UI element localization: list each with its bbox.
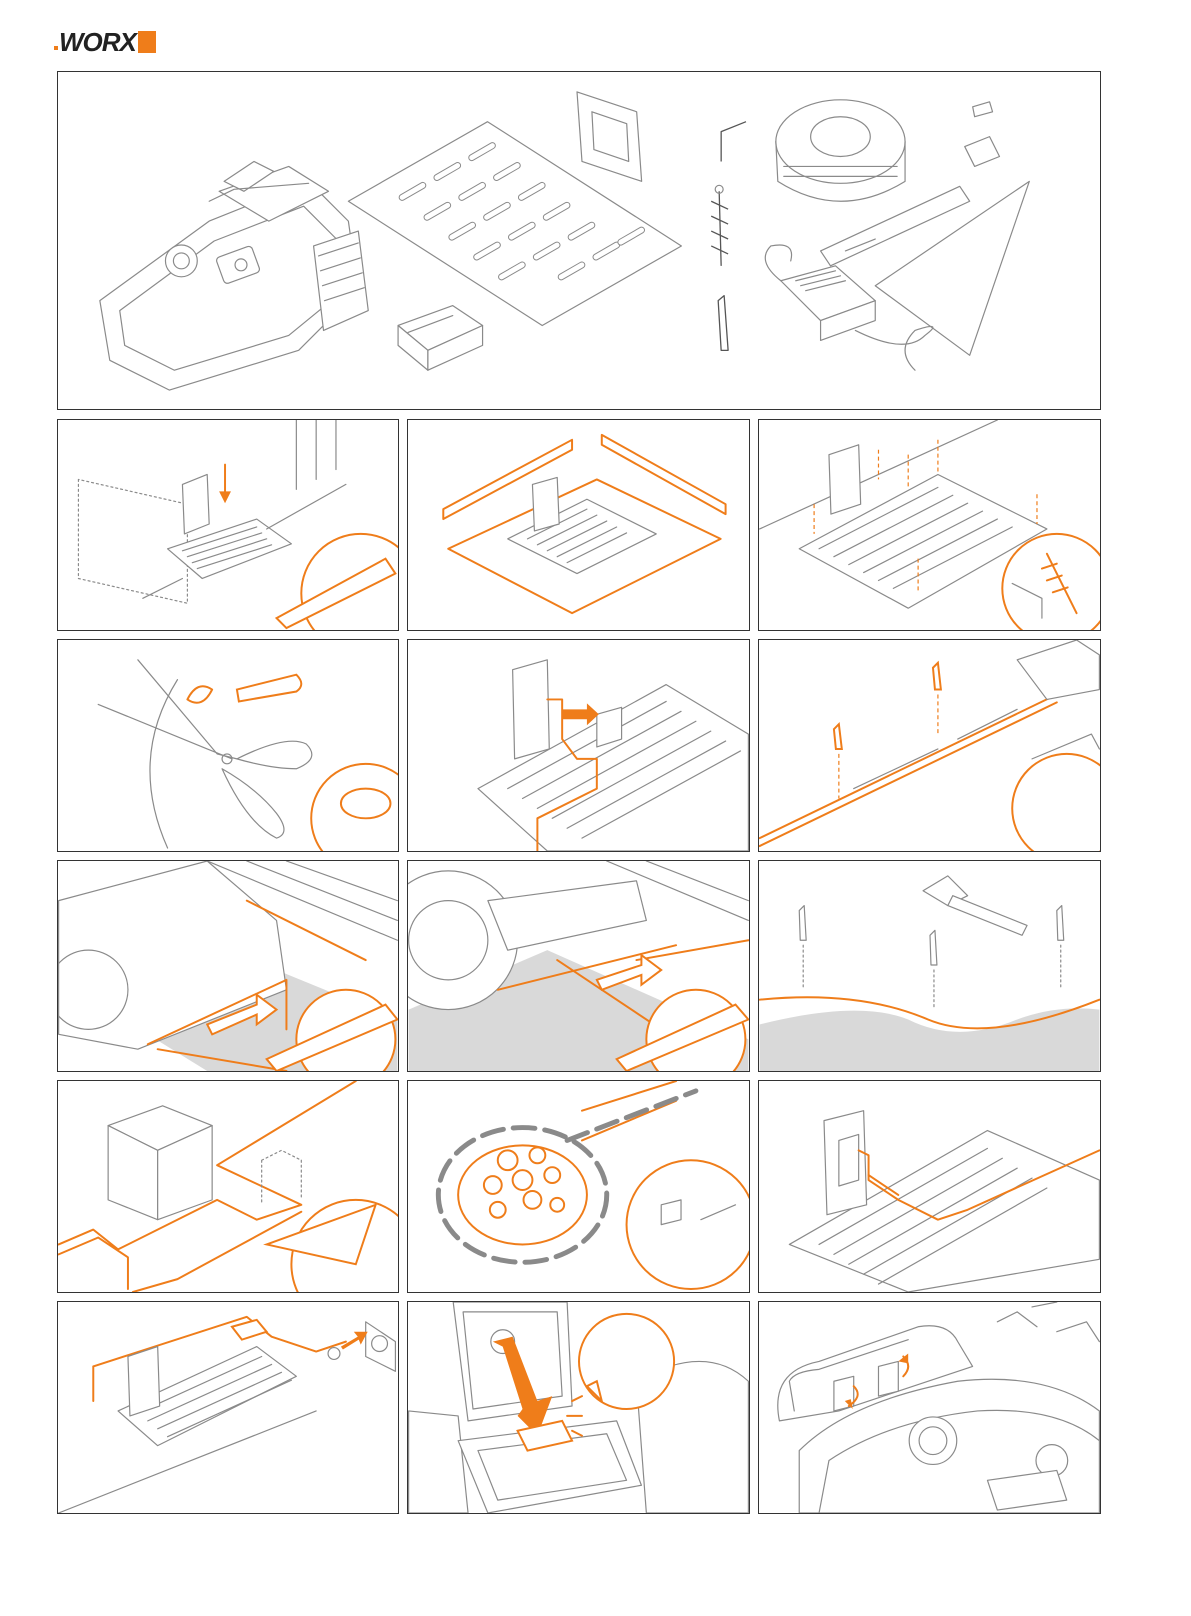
wire-distance-path-illustration [408, 861, 749, 1071]
screw-pegs-base-illustration [759, 420, 1100, 630]
components-overview-panel [57, 71, 1101, 410]
step-9-panel [758, 860, 1101, 1072]
logo-accent-box [138, 31, 156, 53]
insert-battery-illustration [408, 1302, 749, 1513]
step-3-panel [758, 419, 1101, 631]
charging-base-plate-icon [348, 92, 681, 326]
wire-spool-icon [776, 100, 905, 201]
peg-wire-illustration [759, 640, 1100, 851]
step-12-panel [758, 1080, 1101, 1293]
power-supply-illustration [58, 1302, 398, 1513]
screw-peg-icon [711, 185, 728, 266]
wire-peg-icon [718, 296, 728, 351]
step-13-panel [57, 1301, 399, 1514]
step-1-panel [57, 419, 399, 631]
step-2-panel [407, 419, 750, 631]
wire-closed-loop-illustration [759, 1081, 1100, 1292]
obstacle-corners-illustration [58, 1081, 398, 1292]
island-flowerbed-illustration [408, 1081, 749, 1292]
step-7-panel [57, 860, 399, 1072]
step-14-panel [407, 1301, 750, 1514]
logo-text: WORX [59, 30, 136, 54]
dock-mower-illustration [759, 1302, 1100, 1513]
wire-connector-icon [973, 102, 993, 117]
wire-joiner-icon [965, 137, 1000, 167]
step-10-panel [57, 1080, 399, 1293]
connect-wire-station-illustration [408, 640, 749, 851]
battery-icon [398, 306, 482, 371]
step-4-panel [57, 639, 399, 852]
step-5-panel [407, 639, 750, 852]
charging-station-placement-illustration [58, 420, 398, 630]
worx-logo: WORX [54, 30, 156, 54]
step-6-panel [758, 639, 1101, 852]
step-11-panel [407, 1080, 750, 1293]
distance-ruler-icon [821, 186, 970, 266]
robotic-mower-icon [100, 161, 368, 390]
cut-wire-illustration [58, 640, 398, 851]
step-8-panel [407, 860, 750, 1072]
wire-distance-wall-illustration [58, 861, 398, 1071]
level-ground-illustration [408, 420, 749, 630]
hammer-pegs-illustration [759, 861, 1100, 1071]
hex-key-icon [721, 122, 746, 162]
step-15-panel [758, 1301, 1101, 1514]
logo-dot [54, 46, 58, 50]
mower-kit-parts-illustration [58, 72, 1100, 409]
